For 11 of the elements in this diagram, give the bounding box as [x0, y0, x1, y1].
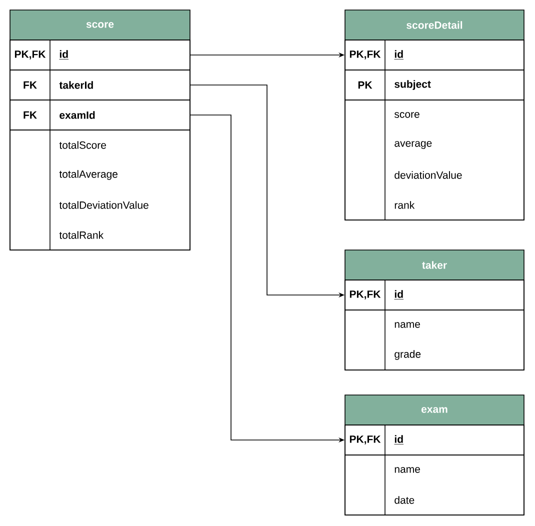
- key-row: PK,FK id: [344, 424, 524, 456]
- key-row: PK,FK id: [344, 40, 524, 70]
- attribute-rows: score average deviationValue rank: [344, 100, 524, 220]
- key-row: PK subject: [344, 70, 524, 100]
- key-row: PK,FK id: [344, 280, 524, 310]
- key-row: FK examId: [10, 100, 190, 130]
- key-row: FK takerId: [10, 70, 190, 100]
- attribute-rows: totalScore totalAverage totalDeviationValue totalRank: [10, 130, 190, 250]
- attribute-rows: name date: [344, 454, 524, 516]
- attribute-rows: name grade: [344, 310, 524, 370]
- key-row: PK,FK id: [10, 40, 190, 70]
